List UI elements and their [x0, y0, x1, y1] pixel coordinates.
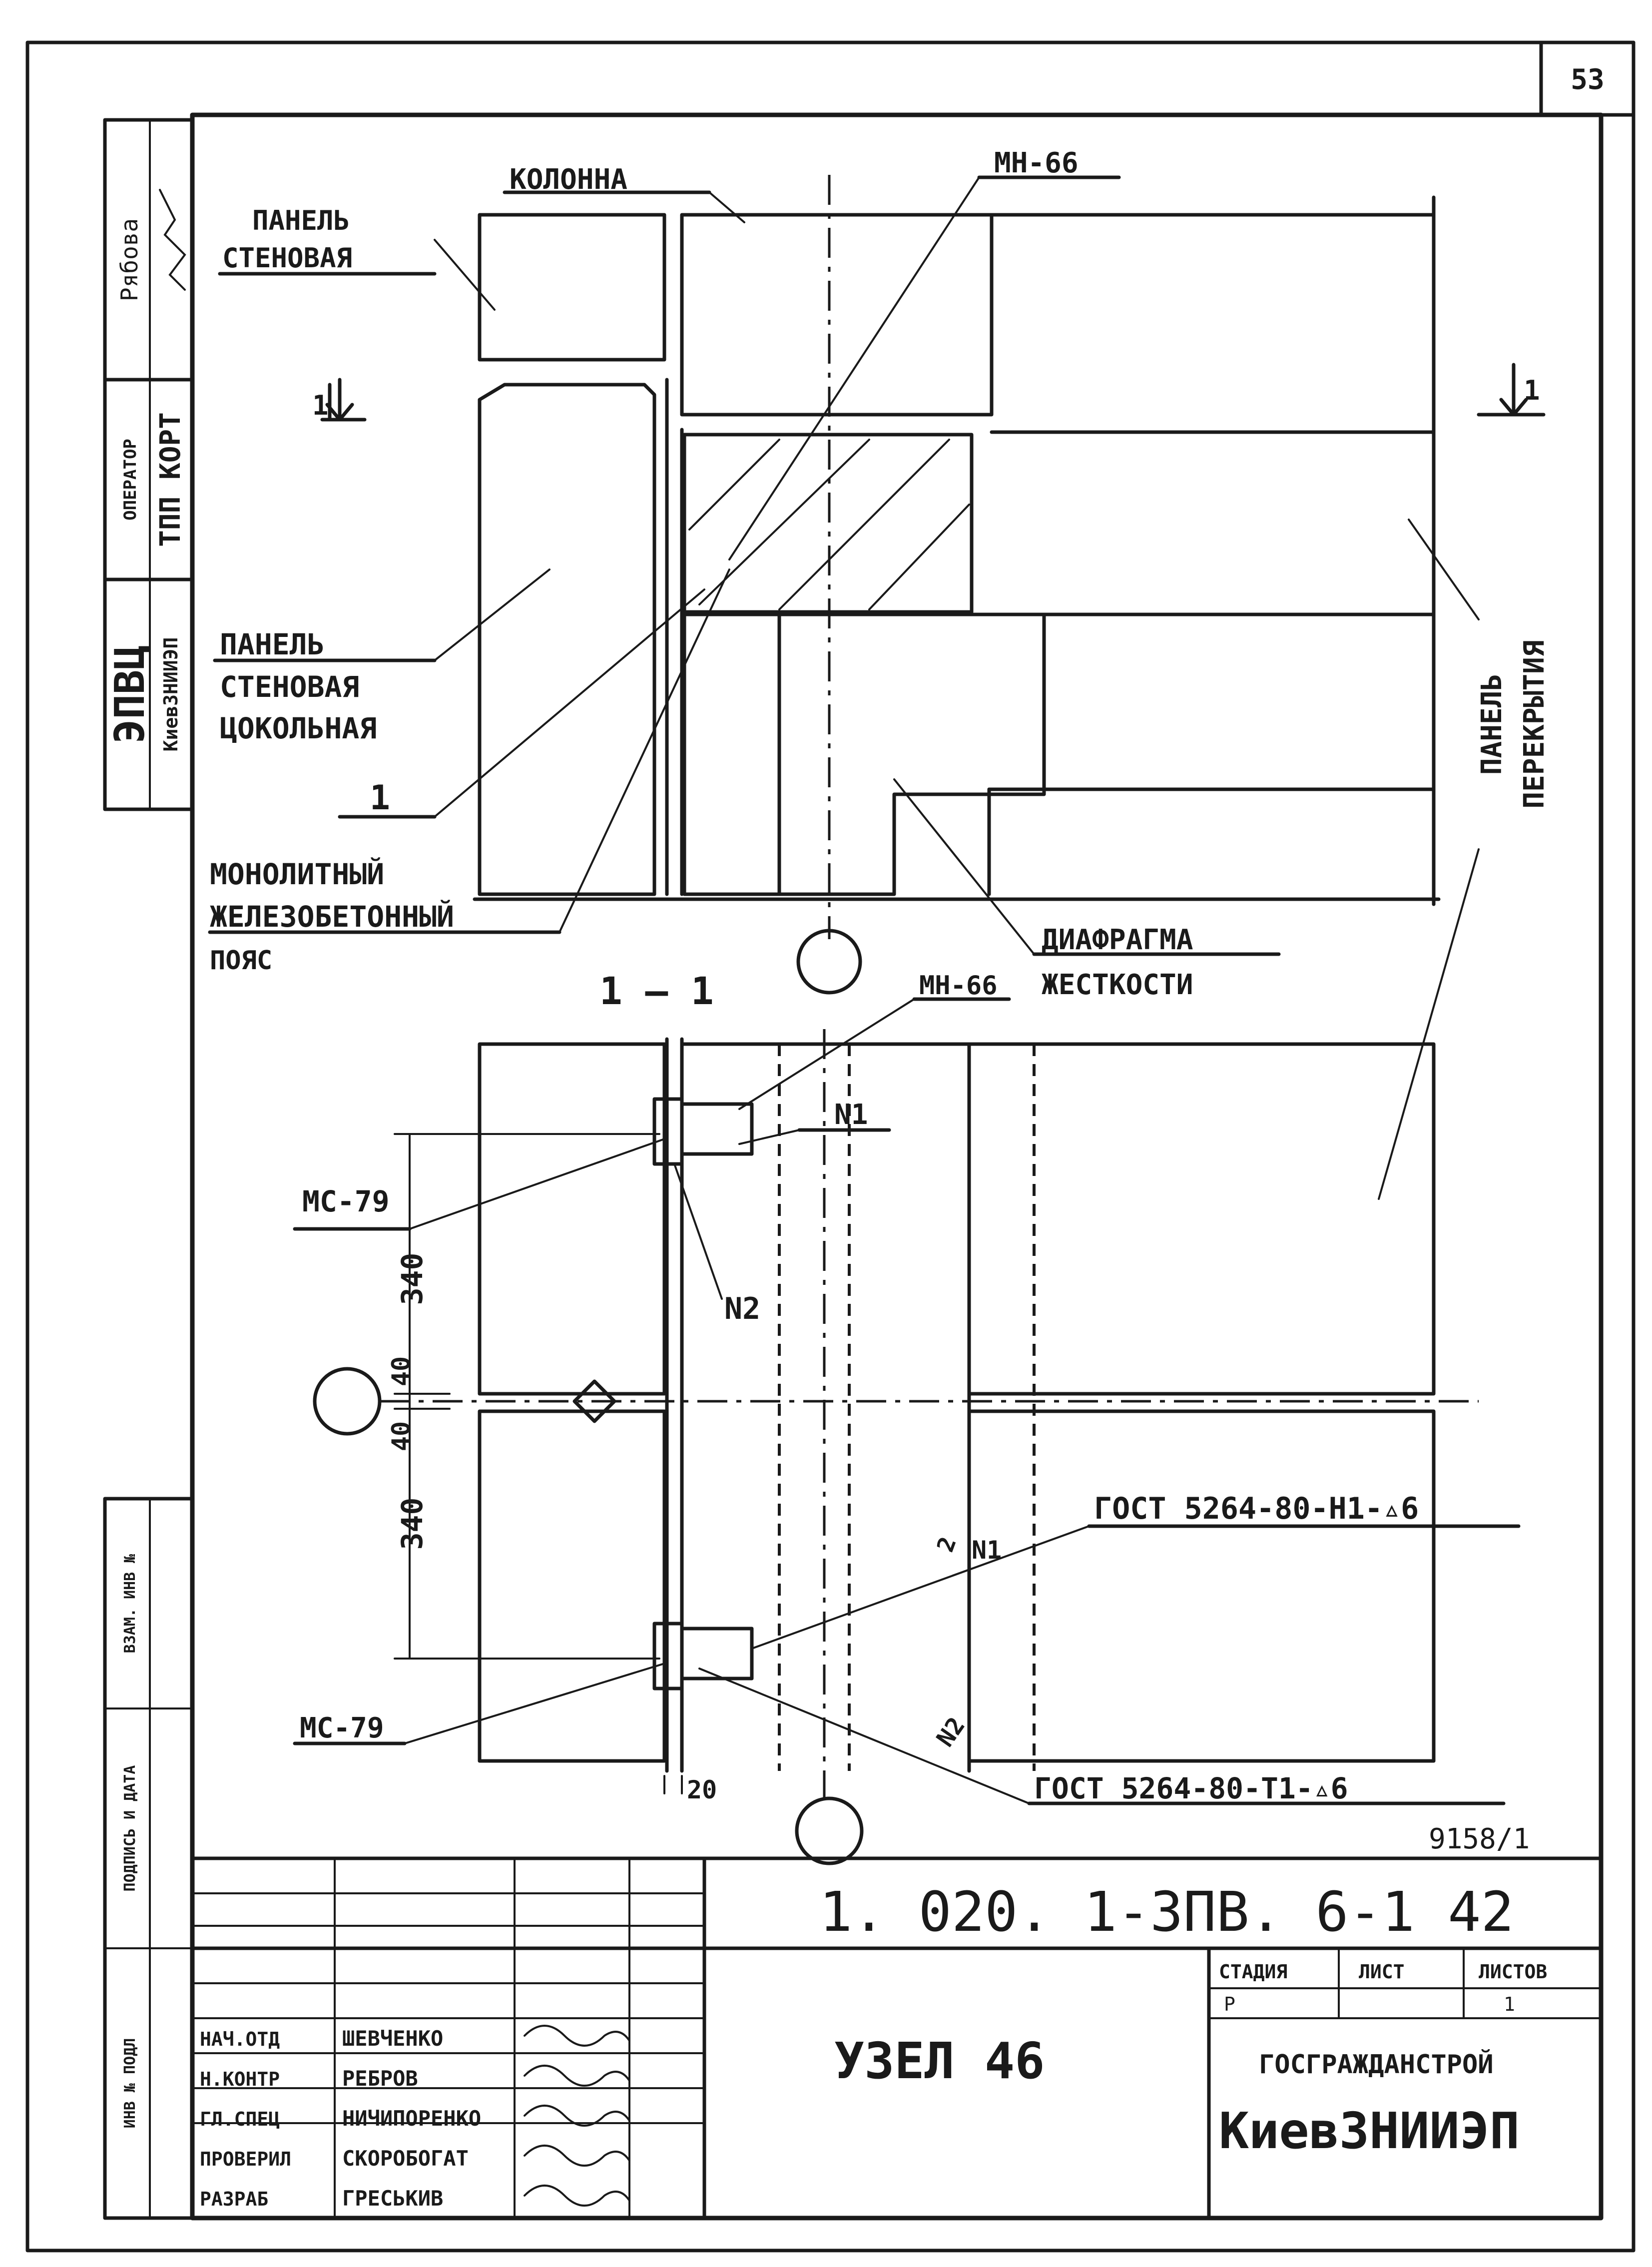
wall-panel-section-upper [478, 1042, 666, 1396]
axis-bubble-upper [796, 929, 862, 995]
org-top: ГОСГРАЖДАНСТРОЙ [1259, 2049, 1494, 2080]
title-block [190, 1856, 1603, 2220]
floor-panel-section-lower [967, 1409, 1436, 1763]
label-panel-wall-2: СТЕНОВАЯ [222, 242, 352, 274]
belt-hatching [688, 439, 970, 610]
page-number: 53 [1571, 63, 1604, 96]
dim-20: 20 [687, 1775, 717, 1804]
label-panel-plinth-1: ПАНЕЛЬ [220, 627, 325, 661]
signature-name: ГРЕСЬКИВ [342, 2186, 443, 2211]
inv-podl-label: ИНВ № ПОДЛ [121, 2038, 139, 2129]
sheet-header: ЛИСТ [1359, 1961, 1405, 1983]
handwritten-signature [524, 2065, 630, 2087]
column [680, 213, 994, 417]
label-monolith-3: ПОЯС [210, 946, 272, 976]
stage-value: Р [1224, 1993, 1235, 2015]
label-monolith-1: МОНОЛИТНЫЙ [210, 857, 384, 891]
signature-name: ШЕВЧЕНКО [342, 2026, 443, 2051]
signature-role: ГЛ.СПЕЦ [200, 2108, 280, 2130]
org-main-stamp: ЭПВЦ [106, 645, 154, 743]
dim-340-top: 340 [395, 1253, 429, 1305]
signature-name: НИЧИПОРЕНКО [342, 2106, 481, 2131]
signature-rows: НАЧ.ОТД ШЕВЧЕНКО Н.КОНТР РЕБРОВ ГЛ.СПЕЦ НИЧИП… [200, 2025, 630, 2211]
label-panel-plinth-2: СТЕНОВАЯ [220, 670, 359, 704]
signature-role: Н.КОНТР [200, 2068, 280, 2090]
org-bottom: КиевЗНИИЭП [1219, 2102, 1520, 2160]
podpis-data-label: ПОДПИСЬ И ДАТА [121, 1765, 139, 1892]
upper-view: 1 1 [312, 175, 1546, 995]
handwritten-signature [524, 2145, 630, 2167]
section-title: 1 — 1 [599, 969, 714, 1013]
floor-panel-section-upper [967, 1042, 1436, 1396]
label-n2-top: N2 [724, 1291, 760, 1326]
label-floor-panel-1: ПАНЕЛЬ [1476, 674, 1508, 775]
archive-number: 9158/1 [1429, 1823, 1530, 1855]
wall-panel-section-lower [478, 1409, 666, 1763]
signature-role: ПРОВЕРИЛ [200, 2148, 291, 2170]
label-gost-1: ГОСТ 5264-80-Н1-▵6 [1094, 1491, 1419, 1526]
signature-name: РЕБРОВ [342, 2066, 418, 2091]
label-mc79-bottom: МС-79 [300, 1712, 384, 1744]
plinth-wall-panel [478, 383, 656, 896]
label-floor-panel-2: ПЕРЕКРЫТИЯ [1518, 640, 1551, 808]
embedded-part-mn66-bottom [680, 1627, 754, 1681]
axis-bubble-left [313, 1367, 382, 1436]
label-diaphragm-2: ЖЕСТКОСТИ [1042, 969, 1193, 1001]
operator-value: ТПП КОРТ [154, 412, 187, 547]
operator-label: ОПЕРАТОР [120, 439, 140, 521]
section-mark-right: 1 [1524, 375, 1540, 406]
section-mark-left: 1 [312, 390, 329, 421]
stage-header: СТАДИЯ [1219, 1961, 1287, 1983]
author-signature-label: Рябова [116, 218, 143, 301]
page-number-box [1539, 40, 1636, 117]
label-monolith-2: ЖЕЛЕЗОБЕТОННЫЙ [210, 899, 454, 934]
drawing-designation: 1. 020. 1-3ПВ. 6-1 42 [819, 1880, 1514, 1944]
label-diaphragm-1: ДИАФРАГМА [1042, 924, 1193, 956]
outer-border [25, 40, 1636, 2253]
org-sub-stamp: КиевЗНИИЭП [160, 637, 182, 752]
label-n1-top: N1 [834, 1099, 868, 1131]
label-n2-bottom: N2 [931, 1712, 971, 1751]
signature-role: РАЗРАБ [200, 2188, 268, 2210]
label-panel-wall-1: ПАНЕЛЬ [252, 205, 350, 236]
dim-40-a: 40 [387, 1356, 416, 1386]
axis-bubble-bottom [795, 1796, 864, 1865]
callout-1: 1 [370, 778, 390, 818]
label-mc79-top: МС-79 [302, 1184, 390, 1218]
label-kolonna: КОЛОННА [510, 163, 627, 196]
dim-40-b: 40 [387, 1421, 416, 1451]
handwritten-signature [524, 2185, 630, 2207]
label-mn66-section: МН-66 [919, 971, 998, 1001]
label-n1-bottom-qty: 2 [932, 1533, 962, 1556]
node-title: УЗЕЛ 46 [834, 2032, 1045, 2090]
label-panel-plinth-3: ЦОКОЛЬНАЯ [220, 711, 377, 745]
section-view [313, 1029, 1479, 1865]
author-signature-mark [159, 189, 186, 291]
sheets-value: 1 [1504, 1993, 1515, 2015]
vzam-inv-label: ВЗАМ. ИНВ № [121, 1554, 139, 1654]
handwritten-signature [524, 2025, 630, 2047]
label-mn66-top: МН-66 [994, 147, 1079, 179]
signature-role: НАЧ.ОТД [200, 2028, 280, 2050]
side-stamp-column [103, 118, 194, 2220]
dim-340-bottom: 340 [395, 1498, 429, 1550]
wall-panel-top [478, 213, 666, 362]
sheets-header: ЛИСТОВ [1479, 1961, 1547, 1983]
embedded-part-mn66 [680, 1102, 754, 1156]
signature-name: СКОРОБОГАТ [342, 2146, 469, 2171]
label-gost-2: ГОСТ 5264-80-Т1-▵6 [1034, 1771, 1348, 1805]
handwritten-signature [524, 2105, 630, 2127]
